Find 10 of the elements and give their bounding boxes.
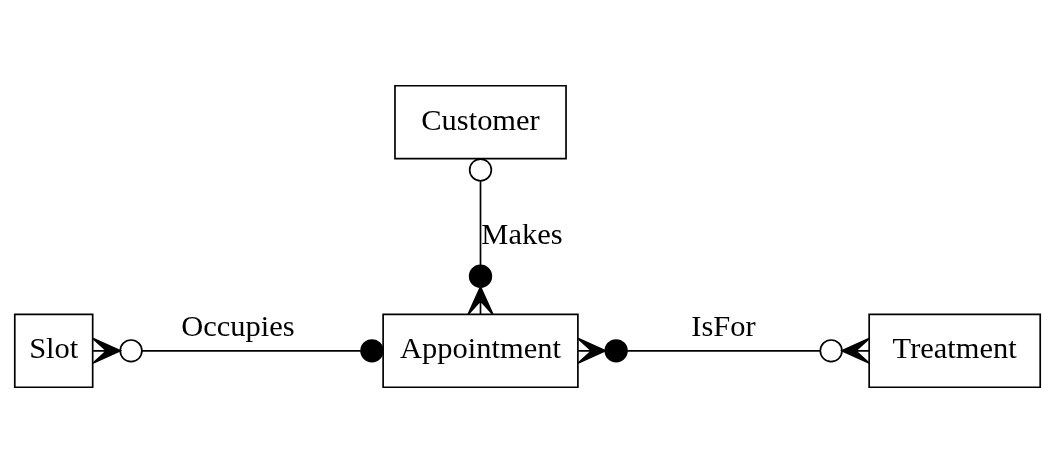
connector — [577, 337, 870, 364]
connector — [467, 157, 494, 315]
connector — [92, 337, 384, 364]
node-box: Customer — [394, 84, 567, 159]
node-box: Treatment — [868, 313, 1042, 388]
node-box: Slot — [13, 313, 94, 388]
edge-label: IsFor — [691, 308, 756, 343]
edge-label: Occupies — [181, 308, 295, 343]
node-box: Appointment — [382, 313, 579, 388]
edge-label: Makes — [481, 216, 563, 251]
